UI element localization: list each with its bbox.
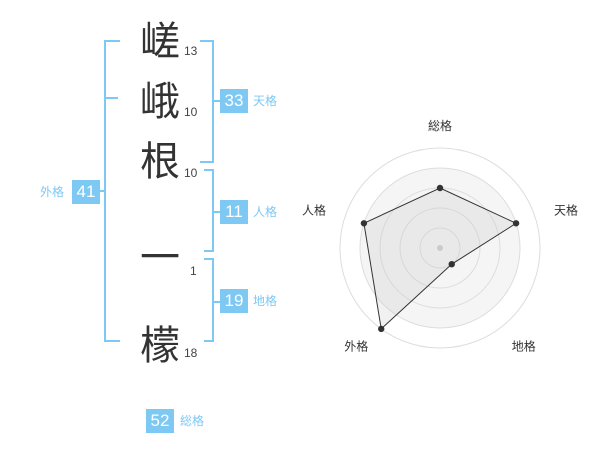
radar-point-4 xyxy=(378,325,385,333)
jinkaku-bracket-link xyxy=(212,211,220,213)
stroke-count-2: 10 xyxy=(184,105,198,119)
jinkaku-bracket xyxy=(204,169,214,252)
gaikaku-bracket-link xyxy=(98,190,106,192)
soukaku-label: 総格 xyxy=(180,414,205,428)
soukaku-value-box: 52 xyxy=(146,409,174,433)
radar-point-5 xyxy=(360,220,368,227)
tenkaku-label: 天格 xyxy=(253,94,278,108)
radar-axis-label-1: 総格 xyxy=(428,118,452,133)
radar-point-1 xyxy=(436,184,444,192)
radar-center-dot xyxy=(437,245,443,251)
radar-axis-label-2: 天格 xyxy=(554,202,578,217)
name-char-3: 根 xyxy=(140,139,180,185)
stroke-count-5: 18 xyxy=(184,346,198,360)
stroke-count-4: 1 xyxy=(190,264,197,278)
gaikaku-value-box: 41 xyxy=(72,180,100,204)
chikaku-bracket-link xyxy=(212,301,220,303)
chikaku-bracket xyxy=(204,258,214,342)
radar-point-3 xyxy=(448,260,455,268)
radar-series-polygon xyxy=(363,187,518,330)
tenkaku-bracket-link xyxy=(212,100,220,102)
jinkaku-label: 人格 xyxy=(253,205,278,219)
chikaku-value-box: 19 xyxy=(220,289,248,313)
name-char-5: 檬 xyxy=(140,323,180,369)
name-char-4: 一 xyxy=(140,235,180,281)
jinkaku-value-box: 11 xyxy=(220,200,248,224)
radar-point-2 xyxy=(512,220,520,227)
gaikaku-bracket-tick xyxy=(104,97,118,99)
name-char-2: 峨 xyxy=(140,79,180,125)
chikaku-label: 地格 xyxy=(253,294,278,308)
radar-axis-label-4: 外格 xyxy=(344,339,368,354)
stroke-count-3: 10 xyxy=(184,166,198,180)
gaikaku-bracket xyxy=(104,40,120,342)
tenkaku-value-box: 33 xyxy=(220,89,248,113)
radar-axis-label-5: 人格 xyxy=(302,202,326,217)
stroke-count-1: 13 xyxy=(184,44,198,58)
radar-axis-label-3: 地格 xyxy=(512,339,536,354)
gaikaku-label: 外格 xyxy=(40,185,65,199)
name-char-1: 嵯 xyxy=(140,19,180,65)
